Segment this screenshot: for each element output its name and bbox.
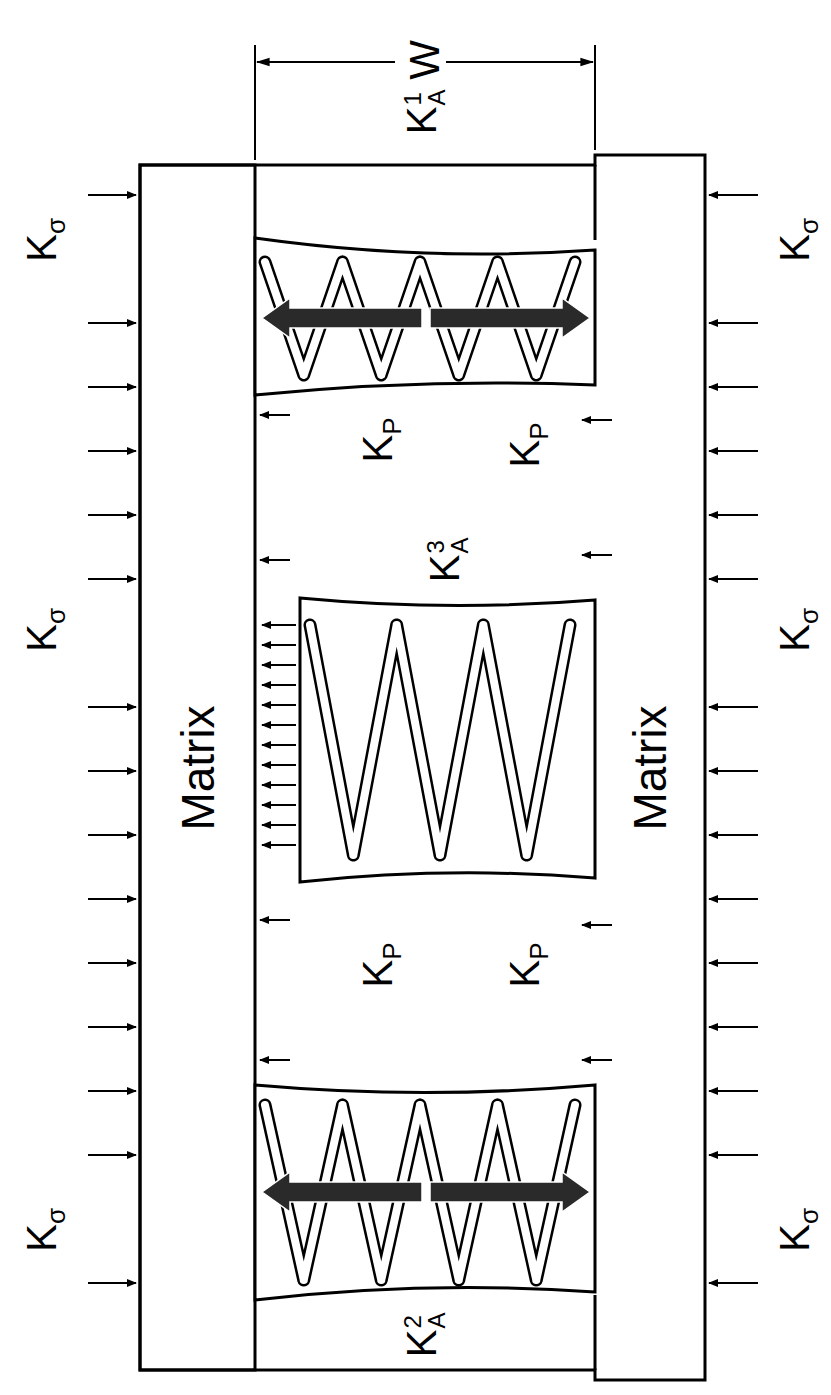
matrix-bar: Matrix xyxy=(595,155,705,1380)
stress-arrow xyxy=(709,1282,758,1284)
pressure-arrow xyxy=(260,414,290,416)
stress-arrow xyxy=(709,1090,758,1092)
stress-arrow xyxy=(709,770,758,772)
dimension-line xyxy=(300,61,395,63)
stress-arrow xyxy=(88,194,136,196)
crack-opening xyxy=(255,238,595,395)
stress-intensity-symbol: KP xyxy=(357,942,399,987)
step-line xyxy=(594,165,597,240)
opening-arrow xyxy=(262,1172,590,1212)
pressure-arrow xyxy=(262,804,296,806)
stress-intensity-symbol: KP xyxy=(504,422,546,467)
stress-intensity-symbol: KP xyxy=(357,417,399,462)
dimension-arrow xyxy=(550,61,593,63)
spring-coil xyxy=(310,625,570,855)
stress-arrow xyxy=(709,1026,758,1028)
stress-arrow xyxy=(709,578,758,580)
stress-arrow xyxy=(709,194,758,196)
stress-arrow xyxy=(88,706,136,708)
pressure-arrow xyxy=(262,744,296,746)
load-arrows xyxy=(88,195,758,1283)
pressure-arrow xyxy=(262,644,296,646)
stress-arrow xyxy=(88,770,136,772)
stress-intensity-symbol: K2A xyxy=(401,1312,449,1357)
pressure-arrow xyxy=(262,664,296,666)
stress-arrow xyxy=(88,578,136,580)
stress-intensity-symbol: K3A xyxy=(424,537,472,582)
opening-arrow xyxy=(262,298,590,338)
stress-intensity-symbol: K1A xyxy=(401,89,449,134)
stress-arrow xyxy=(709,386,758,388)
stress-arrow xyxy=(88,514,136,516)
pressure-arrow xyxy=(582,419,612,421)
stress-arrow xyxy=(709,1154,758,1156)
pressure-arrow xyxy=(262,684,296,686)
stress-arrow xyxy=(709,706,758,708)
pressure-arrow xyxy=(260,1059,290,1061)
stress-arrow xyxy=(88,898,136,900)
dimension-label: W xyxy=(404,36,446,84)
matrix-label: Matrix xyxy=(627,705,673,830)
pressure-arrow xyxy=(262,824,296,826)
dimension-line xyxy=(445,61,550,63)
pressure-arrow xyxy=(260,919,290,921)
stress-arrow xyxy=(88,322,136,324)
pressure-arrow xyxy=(582,554,612,556)
stress-arrow xyxy=(88,962,136,964)
pressure-arrow xyxy=(262,784,296,786)
stress-arrow xyxy=(88,1282,136,1284)
matrix-label: Matrix xyxy=(175,705,221,830)
dimension-arrow xyxy=(257,61,300,63)
step-line xyxy=(594,1295,597,1370)
spring-symbols xyxy=(262,262,590,1280)
pressure-arrow xyxy=(262,704,296,706)
stress-intensity-symbol: Kσ xyxy=(774,218,816,262)
stress-intensity-symbol: Kσ xyxy=(21,608,63,652)
stress-arrow xyxy=(88,386,136,388)
stress-arrow xyxy=(709,450,758,452)
stress-arrow xyxy=(88,1026,136,1028)
stress-intensity-symbol: KP xyxy=(504,942,546,987)
pressure-arrow xyxy=(582,924,612,926)
matrix-bar: Matrix xyxy=(140,165,255,1370)
matrix-bar xyxy=(140,165,255,1370)
pressure-arrow xyxy=(260,559,290,561)
stress-arrow xyxy=(709,514,758,516)
stress-intensity-symbol: Kσ xyxy=(21,1208,63,1252)
stress-arrow xyxy=(88,1154,136,1156)
pressure-arrow xyxy=(262,724,296,726)
material-outline xyxy=(140,155,705,1380)
stress-arrow xyxy=(709,322,758,324)
stress-arrow xyxy=(88,1090,136,1092)
stress-intensity-symbol: Kσ xyxy=(774,1208,816,1252)
pressure-arrow xyxy=(582,1059,612,1061)
stress-intensity-symbol: Kσ xyxy=(21,218,63,262)
pressure-arrow xyxy=(262,624,296,626)
stress-arrow xyxy=(709,834,758,836)
crack-opening xyxy=(255,1085,595,1300)
stress-arrow xyxy=(88,450,136,452)
stress-arrow xyxy=(709,962,758,964)
extension-line xyxy=(594,45,596,150)
crack-opening xyxy=(300,598,595,882)
stress-arrow xyxy=(709,898,758,900)
stress-intensity-symbol: Kσ xyxy=(774,608,816,652)
stress-arrow xyxy=(88,834,136,836)
extension-line xyxy=(254,45,256,160)
pressure-arrow xyxy=(262,764,296,766)
pressure-arrow xyxy=(262,844,296,846)
